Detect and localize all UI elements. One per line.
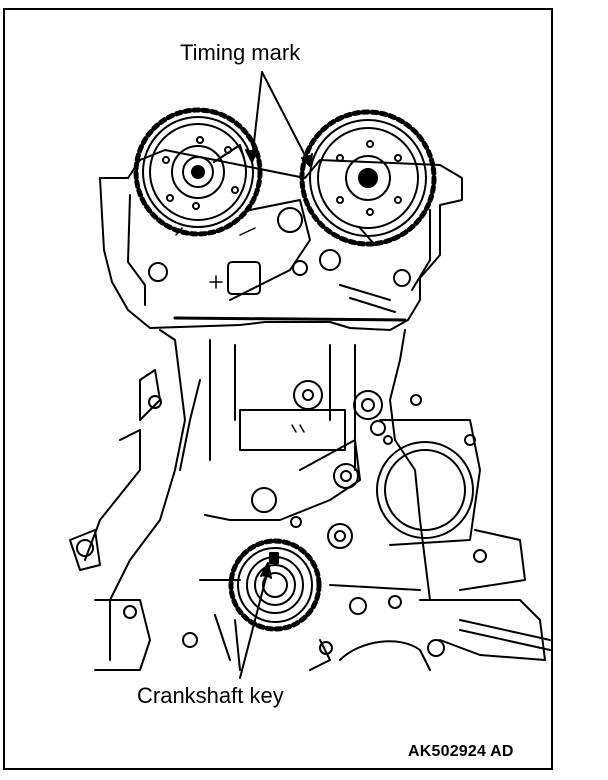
intake-camshaft-sprocket: [133, 107, 263, 237]
idler-pulley-upper: [353, 390, 383, 420]
cylinder-block: [69, 329, 526, 661]
crankshaft-sprocket: [228, 538, 322, 632]
crankshaft-key-label: Crankshaft key: [137, 683, 284, 708]
figure-code: AK502924 AD: [408, 743, 514, 760]
timing-mark-label: Timing mark: [180, 40, 301, 65]
cylinder-head-outline: [99, 149, 463, 331]
exhaust-camshaft-sprocket: [299, 109, 437, 247]
idler-pulley-middle: [333, 463, 359, 489]
oil-pump-area: [94, 579, 551, 671]
figure-frame: [3, 8, 553, 770]
water-pump-boss: [370, 394, 481, 546]
timing-mark-leader: [245, 71, 313, 167]
crankshaft-key-leader: [239, 569, 269, 679]
idler-pulley-lower: [327, 523, 353, 549]
